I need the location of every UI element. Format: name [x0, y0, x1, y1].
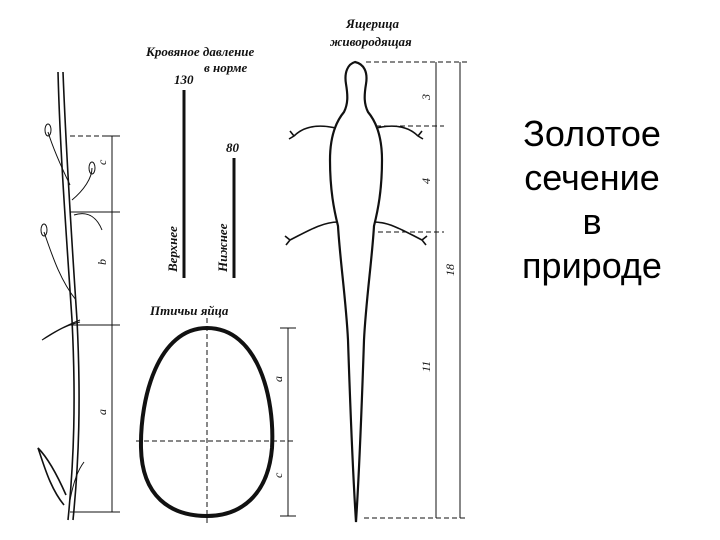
title-line-2: сечение [524, 157, 660, 198]
blood-pressure-figure: Кровяное давление в норме 130 80 Верхнее… [145, 44, 255, 278]
pressure-upper-label: Верхнее [165, 226, 180, 273]
lizard-segment-11-label: 11 [419, 361, 433, 372]
slide-title: Золотое сечение в природе [482, 112, 702, 288]
title-line-1: Золотое [523, 113, 661, 154]
egg-segment-c-label: c [271, 472, 285, 478]
plant-segment-c-label: c [95, 159, 109, 165]
pressure-upper-value: 130 [174, 72, 194, 87]
egg-heading: Птичьи яйца [149, 303, 229, 318]
lizard-body-outline [328, 60, 384, 523]
plant-segment-a-label: a [95, 409, 109, 415]
lizard-figure: Ящерица живородящая 3 4 11 18 [284, 16, 468, 523]
lizard-total-18-label: 18 [443, 264, 457, 276]
plant-segment-b-label: b [95, 259, 109, 265]
lizard-segment-3-label: 3 [419, 94, 433, 101]
title-line-4: природе [522, 245, 662, 286]
pressure-heading-line1: Кровяное давление [145, 44, 255, 59]
lizard-segment-4-label: 4 [419, 178, 433, 184]
pressure-lower-label: Нижнее [215, 223, 230, 273]
title-line-3: в [582, 201, 602, 242]
pressure-lower-value: 80 [226, 140, 240, 155]
egg-outline [138, 325, 275, 519]
plant-figure: c b a [37, 71, 120, 521]
lizard-heading-line2: живородящая [330, 34, 412, 49]
egg-segment-a-label: a [271, 376, 285, 382]
lizard-heading-line1: Ящерица [345, 16, 400, 31]
pressure-heading-line2: в норме [204, 60, 248, 75]
egg-figure: Птичьи яйца a c [136, 303, 296, 526]
